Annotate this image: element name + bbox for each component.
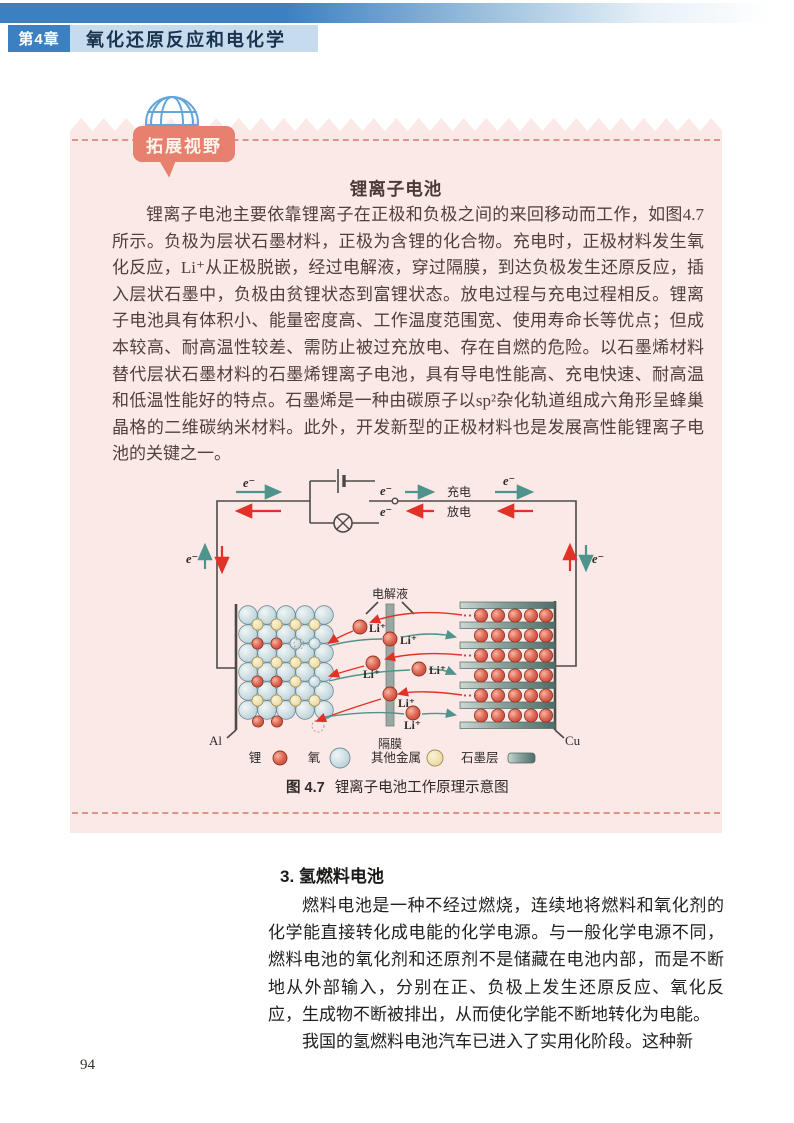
cu-label: Cu [565, 733, 581, 748]
legend-o-swatch [329, 747, 351, 769]
page-number: 94 [80, 1057, 95, 1073]
vacancy-dots [463, 614, 477, 697]
electron-label: e⁻ [380, 484, 392, 498]
legend-graphite-label: 石墨层 [461, 751, 499, 765]
dashed-border-top [72, 139, 720, 141]
electron-label: e⁻ [503, 474, 515, 488]
expand-view-background [70, 131, 722, 833]
electrolyte-label: 电解液 [372, 586, 408, 601]
legend-li-label: 锂 [249, 750, 262, 765]
li-ion-label: Li⁺ [429, 665, 446, 677]
legend-li-swatch [272, 750, 288, 766]
expand-view-badge: 拓展视野 [133, 126, 235, 162]
legend-other-label: 其他金属 [371, 750, 421, 765]
li-ion-label: Li⁺ [400, 635, 417, 647]
circuit-wires [216, 469, 577, 669]
dashed-border-bottom [72, 812, 720, 814]
box-title: 锂离子电池 [349, 179, 443, 199]
legend-other-swatch [426, 749, 444, 767]
section-heading: 3. 氢燃料电池 [280, 867, 384, 886]
chapter-badge: 第4章 [8, 25, 70, 52]
electron-label: e⁻ [243, 476, 255, 490]
separator-label: 隔膜 [378, 737, 402, 751]
expand-view-box: 拓展视野 锂离子电池 锂离子电池主要依靠锂离子在正极和负极之间的来回移动而工作，… [70, 96, 722, 833]
li-ion-label: Li⁺ [369, 623, 386, 635]
section-paragraph-1: 燃料电池是一种不经过燃烧，连续地将燃料和氧化剂的化学能直接转化成电能的化学电源。… [268, 896, 724, 1024]
figure-legend: 锂 氧 其他金属 石墨层 [249, 747, 536, 769]
cathode-particles [226, 604, 334, 739]
legend-o-label: 氧 [308, 751, 321, 765]
anode-graphite [459, 601, 565, 739]
li-charge-arrows [324, 629, 458, 719]
li-ions [352, 619, 427, 721]
electron-flow-arrows [197, 484, 594, 575]
li-discharge-arrows [315, 611, 463, 723]
chapter-title: 氧化还原反应和电化学 [70, 25, 318, 52]
section-paragraph-2: 我国的氢燃料电池汽车已进入了实用化阶段。这种新 [302, 1032, 693, 1052]
al-label: Al [209, 733, 222, 748]
charge-label: 充电 [447, 484, 471, 499]
electron-label: e⁻ [186, 552, 198, 566]
bulb-icon [333, 513, 353, 533]
header-gradient-bar [0, 3, 794, 23]
figure-4-7: e⁻ e⁻ e⁻ e⁻ e⁻ e⁻ 充电 放电 [183, 464, 615, 806]
discharge-label: 放电 [447, 504, 471, 519]
fuel-cell-section: 3. 氢燃料电池 燃料电池是一种不经过燃烧，连续地将燃料和氧化剂的化学能直接转化… [268, 862, 724, 1055]
electron-label: e⁻ [380, 505, 392, 519]
switch-terminal [391, 497, 399, 505]
zigzag-top-edge [70, 118, 722, 131]
li-ion-label: Li⁺ [404, 720, 421, 732]
li-ion-label: Li⁺ [363, 669, 380, 681]
li-ion-label: Li⁺ [398, 698, 415, 710]
battery-diagram: e⁻ e⁻ e⁻ e⁻ e⁻ e⁻ 充电 放电 [186, 469, 604, 796]
box-paragraph: 锂离子电池主要依靠锂离子在正极和负极之间的来回移动而工作，如图4.7所示。负极为… [112, 205, 704, 464]
legend-graphite-swatch [507, 752, 536, 764]
electron-label: e⁻ [592, 552, 604, 566]
separator-membrane [385, 603, 395, 727]
